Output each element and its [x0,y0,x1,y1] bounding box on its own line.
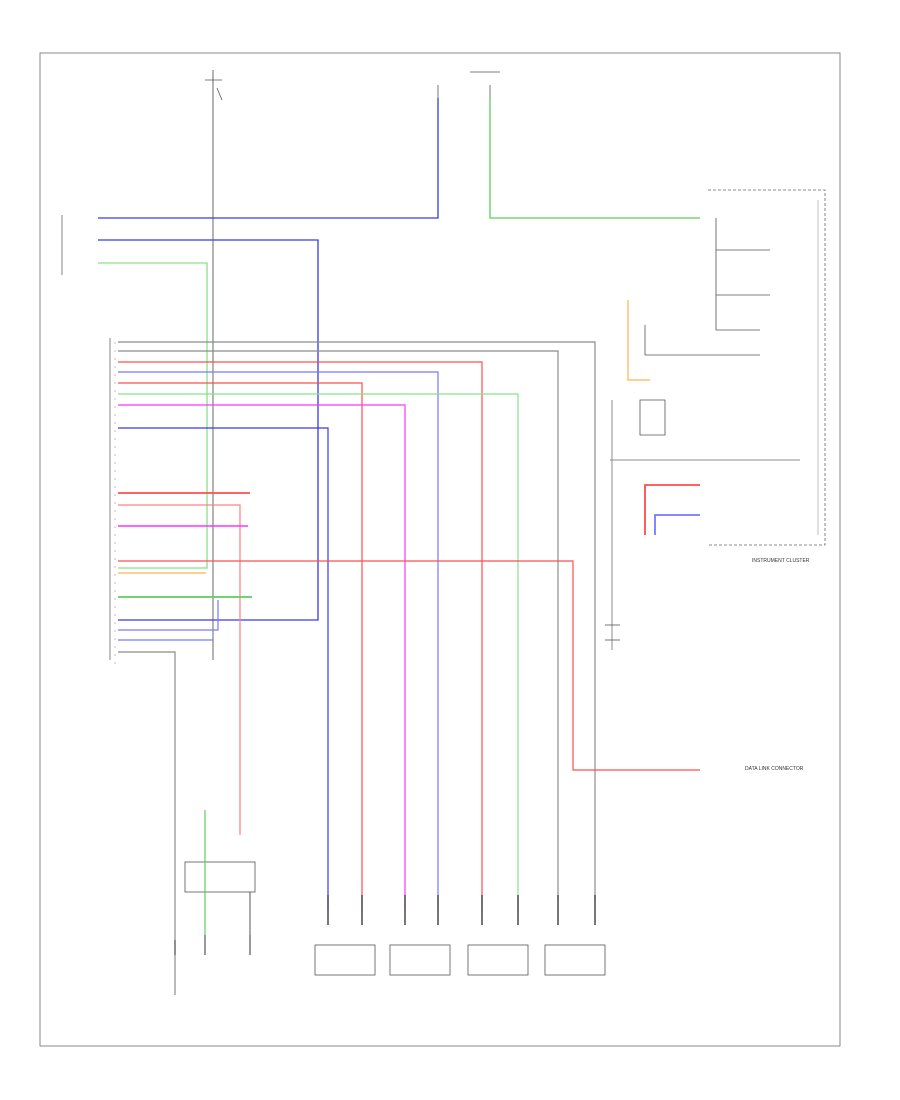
sensor-right-front [389,944,451,976]
ground-stubs [174,935,251,955]
wire-red-a [118,361,483,910]
wire-blue-b [118,427,329,910]
wire-orange-brake [627,300,650,381]
wire-pink-pump [118,504,241,835]
wire-red-cluster [644,484,700,535]
ground-symbol-right [605,624,620,641]
wire-brake-switch [644,325,760,356]
sensor-right-rear [544,944,606,976]
wire-blue-top [98,98,439,219]
wire-red-b [118,382,363,910]
wire-lightblue-a [118,600,219,631]
instrument-cluster-box [708,189,826,546]
pump-relay [184,861,256,893]
wire-red-dlc [118,560,700,771]
wire-green-a [118,393,519,910]
sensor-left-front [314,944,376,976]
sensor-connectors [327,895,596,925]
wire-blue-cluster [654,514,700,535]
fuse-box-right [437,71,500,98]
wire-gray-ground [118,651,176,995]
instrument-cluster-label: INSTRUMENT CLUSTER [752,558,810,564]
wire-gray-b [118,350,559,900]
wire-blue-a [118,371,439,910]
wire-magenta-a [118,404,406,910]
sensor-left-rear [467,944,529,976]
page-frame [39,52,841,1047]
wire-cluster-ground [715,218,760,331]
relay-symbol [639,399,666,436]
fuse-box-left [205,70,223,660]
wire-green-2 [98,262,208,569]
wire-green-top [489,98,700,219]
wire-blue-2 [98,239,319,621]
wire-gray-a [118,341,596,900]
data-link-connector-label: DATA LINK CONNECTOR [745,766,804,772]
